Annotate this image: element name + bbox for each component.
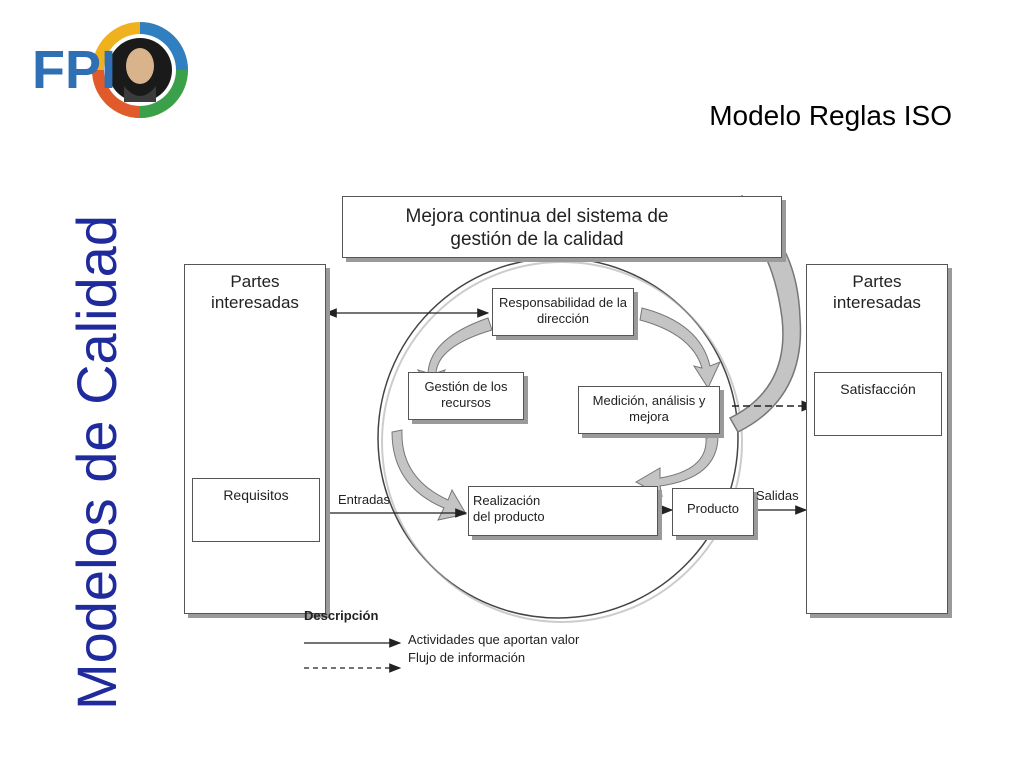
gear-icon <box>92 22 188 118</box>
cycle-arrow-bottom-right <box>634 435 719 497</box>
legend-dashed-label: Flujo de información <box>408 650 526 665</box>
satisfaction-box: Satisfacción <box>814 372 942 436</box>
improvement-box: Mejora continua del sistema de gestión d… <box>342 196 782 258</box>
slide-vertical-title: Modelos de Calidad <box>65 215 128 710</box>
fpi-logo: FPI <box>32 22 188 118</box>
measurement-analysis-box: Medición, análisis y mejora <box>578 386 720 434</box>
svg-text:FPI: FPI <box>32 40 116 100</box>
product-box: Producto <box>672 488 754 536</box>
inputs-label: Entradas <box>338 492 391 507</box>
requirements-box: Requisitos <box>192 478 320 542</box>
iso-quality-model-diagram: Mejora continua del sistema de gestión d… <box>170 188 970 688</box>
management-responsibility-box: Responsabilidad de la dirección <box>492 288 634 336</box>
right-stakeholders-panel: Partes interesadas <box>806 264 948 614</box>
legend-title: Descripción <box>304 608 379 623</box>
cycle-arrow-top-right <box>639 307 721 390</box>
left-stakeholders-panel: Partes interesadas <box>184 264 326 614</box>
legend-solid-label: Actividades que aportan valor <box>408 632 580 647</box>
outputs-label: Salidas <box>756 488 799 503</box>
product-realization-box: Realización del producto <box>468 486 658 536</box>
resource-management-box: Gestión de los recursos <box>408 372 524 420</box>
slide-subtitle: Modelo Reglas ISO <box>709 100 952 131</box>
